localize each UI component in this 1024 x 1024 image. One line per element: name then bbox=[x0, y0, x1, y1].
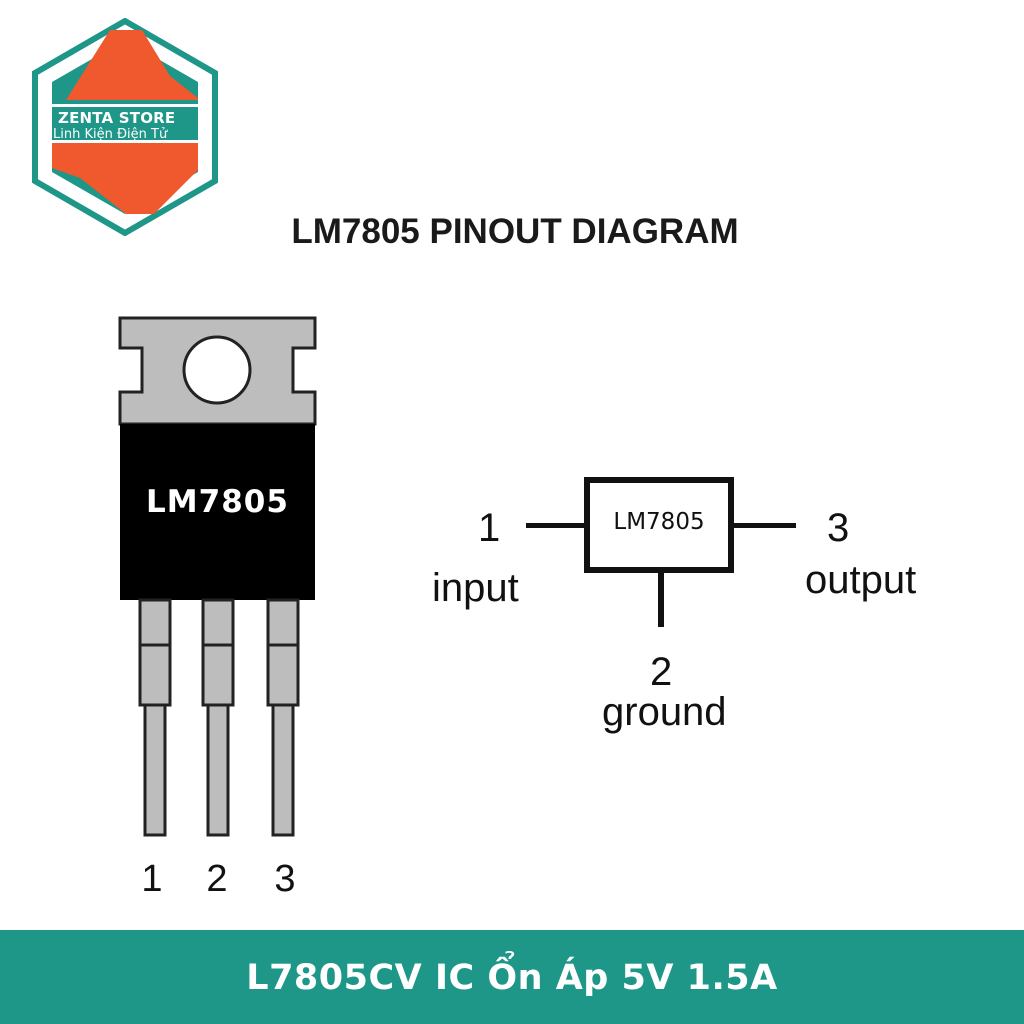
diagram-title: LM7805 PINOUT DIAGRAM bbox=[291, 212, 739, 251]
lead-1 bbox=[138, 598, 172, 837]
lead-2 bbox=[201, 598, 235, 837]
output-wire bbox=[734, 523, 796, 528]
logo-tagline: Linh Kiện Điện Tử bbox=[53, 127, 168, 142]
pin-2-name: ground bbox=[602, 690, 727, 734]
pin-1-name: input bbox=[432, 566, 519, 610]
regulator-symbol-box bbox=[584, 477, 734, 573]
package-pin-2: 2 bbox=[206, 858, 228, 900]
package-label: LM7805 bbox=[146, 484, 289, 520]
package-pin-3: 3 bbox=[274, 858, 296, 900]
pin-3-number: 3 bbox=[827, 506, 850, 550]
pin-3-name: output bbox=[805, 558, 917, 602]
store-logo bbox=[32, 18, 218, 236]
input-wire bbox=[526, 523, 584, 528]
pin-1-number: 1 bbox=[478, 506, 501, 550]
pin-2-number: 2 bbox=[650, 650, 673, 694]
logo-name: ZENTA STORE bbox=[58, 109, 176, 127]
package-body bbox=[120, 424, 315, 600]
mounting-hole bbox=[182, 335, 252, 405]
product-banner bbox=[0, 930, 1024, 1024]
lead-3 bbox=[266, 598, 300, 837]
to220-package bbox=[118, 316, 317, 837]
symbol-label: LM7805 bbox=[613, 509, 705, 535]
package-pin-1: 1 bbox=[141, 858, 163, 900]
product-title: L7805CV IC Ổn Áp 5V 1.5A bbox=[246, 958, 778, 998]
ground-wire bbox=[658, 573, 664, 627]
